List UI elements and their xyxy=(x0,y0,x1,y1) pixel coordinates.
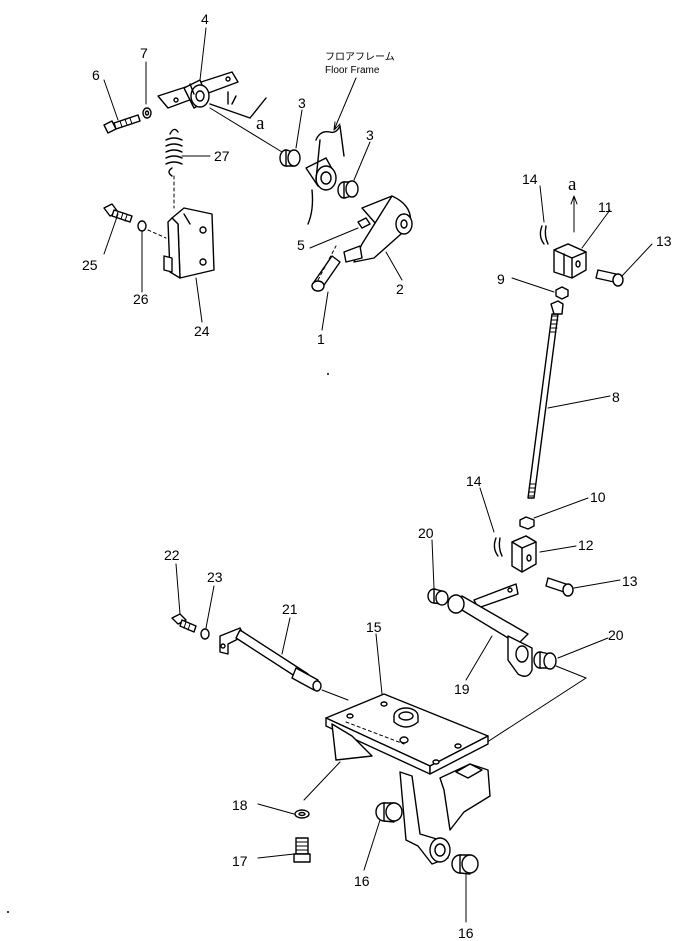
bolt-25 xyxy=(103,203,133,223)
callout-9: 9 xyxy=(497,271,505,287)
floor-frame-label-jp: フロアフレーム xyxy=(325,51,395,63)
callout-27: 27 xyxy=(214,148,230,164)
bushing-3-right xyxy=(337,180,359,199)
callout-3-right: 3 xyxy=(366,127,374,143)
bushing-3-left xyxy=(279,149,301,167)
rod-21 xyxy=(219,627,322,692)
speck-mark xyxy=(327,373,329,375)
spring-27 xyxy=(165,128,183,177)
cotter-pin-14-lower xyxy=(493,537,503,557)
callout-14-upper: 14 xyxy=(522,171,538,187)
callout-8: 8 xyxy=(612,389,620,405)
bracket-24 xyxy=(163,207,215,279)
callout-20-upper: 20 xyxy=(418,525,434,541)
washer-18 xyxy=(294,809,310,819)
cotter-pin-14-upper xyxy=(539,225,549,245)
callout-15: 15 xyxy=(366,619,382,635)
callout-14-lower: 14 xyxy=(466,473,482,489)
bushing-16-left xyxy=(375,802,403,823)
callout-13-lower: 13 xyxy=(622,573,638,589)
leader-lines xyxy=(103,27,653,923)
washer-7 xyxy=(142,107,152,119)
connection-arrow-a-right xyxy=(570,195,578,233)
callout-6: 6 xyxy=(92,67,100,83)
callout-13-upper: 13 xyxy=(656,233,672,249)
bracket-15 xyxy=(325,693,491,865)
line-bushing-bracket xyxy=(477,665,588,749)
callout-18: 18 xyxy=(232,797,248,813)
callout-5: 5 xyxy=(297,237,305,253)
callout-24: 24 xyxy=(194,323,210,339)
rod-8 xyxy=(527,300,564,499)
callout-17: 17 xyxy=(232,853,248,869)
pin-13-lower xyxy=(545,577,574,597)
callout-2: 2 xyxy=(396,281,404,297)
dash-pin-1 xyxy=(317,245,337,281)
callout-23: 23 xyxy=(207,569,223,585)
floor-frame-boss xyxy=(305,125,345,225)
connection-line-a-left xyxy=(209,91,267,119)
bushing-20-upper xyxy=(427,588,449,606)
bolt-22 xyxy=(171,613,197,633)
dash-lever-bushing xyxy=(209,107,283,153)
line-bracket-washer xyxy=(303,761,341,801)
floor-frame-label-en: Floor Frame xyxy=(325,65,380,76)
bolt-6 xyxy=(103,114,141,134)
callout-1: 1 xyxy=(317,331,325,347)
nut-10 xyxy=(519,516,535,530)
floor-frame-arrow xyxy=(333,77,357,131)
connection-mark-a-right: a xyxy=(568,174,577,195)
clevis-11 xyxy=(553,243,587,279)
callout-19: 19 xyxy=(454,681,470,697)
washer-26 xyxy=(137,220,147,232)
nut-9 xyxy=(555,286,569,300)
pin-5 xyxy=(357,217,371,229)
dash-washer-26 xyxy=(147,229,167,239)
line-rod21-bracket xyxy=(321,689,349,701)
pin-1 xyxy=(311,255,341,292)
bolt-17 xyxy=(293,837,311,863)
callout-7: 7 xyxy=(140,45,148,61)
callout-16-right: 16 xyxy=(458,925,474,941)
callout-20-lower: 20 xyxy=(608,627,624,643)
speck-mark-corner xyxy=(7,911,9,913)
clevis-12 xyxy=(511,535,537,573)
callout-4: 4 xyxy=(201,11,209,27)
bushing-20-lower xyxy=(533,651,557,670)
pin-13-upper xyxy=(595,269,624,287)
callout-3-left: 3 xyxy=(298,95,306,111)
bushing-16-right xyxy=(451,854,479,875)
callout-26: 26 xyxy=(133,291,149,307)
shaft-19 xyxy=(447,583,533,677)
callout-22: 22 xyxy=(164,547,180,563)
lever-4 xyxy=(157,71,239,109)
callout-11: 11 xyxy=(598,199,613,215)
callout-25: 25 xyxy=(82,257,98,273)
callout-16-left: 16 xyxy=(354,873,370,889)
callout-10: 10 xyxy=(590,489,606,505)
callout-21: 21 xyxy=(282,601,298,617)
washer-23 xyxy=(200,628,210,640)
connection-mark-a-left: a xyxy=(256,113,265,134)
callout-12: 12 xyxy=(578,537,594,553)
lever-2 xyxy=(343,195,413,263)
